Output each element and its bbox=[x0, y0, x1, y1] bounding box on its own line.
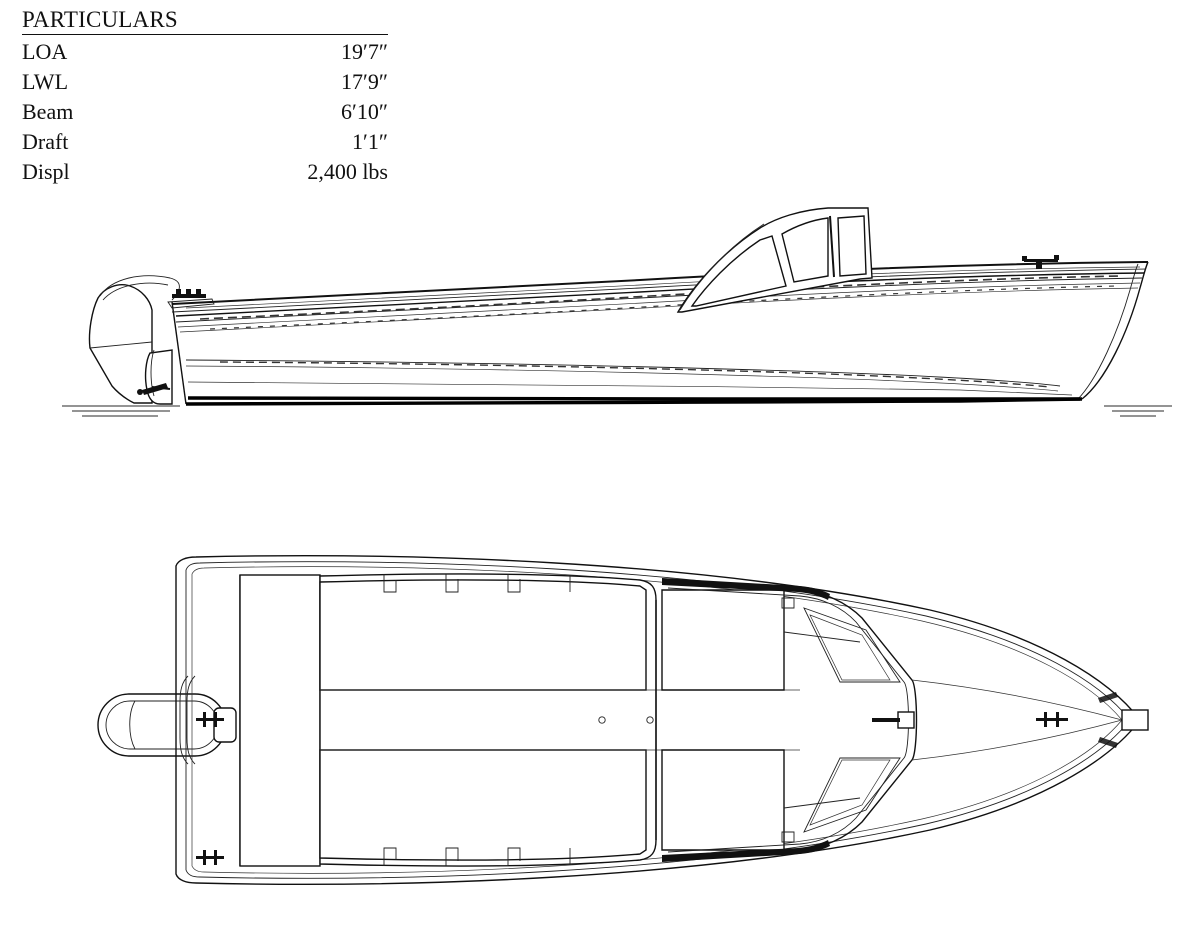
transom bbox=[239, 574, 321, 867]
foredeck bbox=[911, 679, 1124, 761]
waterline bbox=[187, 381, 1080, 401]
outboard-cowling bbox=[97, 693, 237, 757]
table-row: LWL 17′9″ bbox=[22, 67, 388, 97]
boat-profile-view bbox=[0, 190, 1200, 440]
spec-label-lwl: LWL bbox=[22, 69, 69, 94]
table-row: LOA 19′7″ bbox=[22, 37, 388, 67]
transom-cap bbox=[167, 298, 215, 309]
boat-plan-view bbox=[0, 530, 1200, 910]
windshield-profile bbox=[676, 207, 873, 313]
spec-value-loa: 19′7″ bbox=[341, 39, 388, 64]
starboard-seat bbox=[319, 749, 647, 861]
spec-value-lwl: 17′9″ bbox=[341, 69, 388, 94]
spec-label-loa: LOA bbox=[22, 39, 68, 64]
particulars-divider bbox=[22, 34, 388, 35]
motor-well bbox=[179, 675, 196, 765]
seat-rib-port bbox=[383, 574, 571, 593]
table-row: Draft 1′1″ bbox=[22, 127, 388, 157]
seat-rib-starboard bbox=[383, 847, 571, 866]
rubrail-band bbox=[175, 272, 1145, 333]
water-surface-left-icon bbox=[62, 405, 180, 417]
chine-spray-rail bbox=[185, 359, 1061, 392]
propeller-icon bbox=[137, 383, 171, 395]
spec-value-beam: 6′10″ bbox=[341, 99, 388, 124]
outboard-motor bbox=[88, 275, 180, 405]
table-row: Beam 6′10″ bbox=[22, 97, 388, 127]
windshield-plan bbox=[661, 578, 918, 862]
bow-cleat-plan-icon bbox=[1036, 712, 1068, 727]
table-row: Displ 2,400 lbs bbox=[22, 157, 388, 187]
water-surface-right-icon bbox=[1104, 405, 1172, 417]
stern-cleat-profile-icon bbox=[172, 289, 206, 298]
quarter-cleat-port-icon bbox=[196, 712, 224, 727]
particulars-panel: PARTICULARS LOA 19′7″ LWL 17′9″ Beam 6′1… bbox=[22, 6, 388, 187]
particulars-table: LOA 19′7″ LWL 17′9″ Beam 6′10″ Draft 1′1… bbox=[22, 37, 388, 187]
spec-label-beam: Beam bbox=[22, 99, 74, 124]
forward-bulkhead bbox=[655, 589, 861, 851]
spec-label-displ: Displ bbox=[22, 159, 70, 184]
particulars-title: PARTICULARS bbox=[22, 7, 178, 32]
port-seat bbox=[319, 579, 647, 691]
bow-cleat-profile-icon bbox=[1022, 255, 1059, 269]
stem-fitting bbox=[1098, 692, 1149, 748]
spec-label-draft: Draft bbox=[22, 129, 69, 154]
windshield-latch-icon bbox=[872, 711, 915, 729]
quarter-cleat-starboard-icon bbox=[196, 850, 224, 865]
spec-value-draft: 1′1″ bbox=[352, 129, 388, 154]
spec-value-displ: 2,400 lbs bbox=[307, 159, 388, 184]
